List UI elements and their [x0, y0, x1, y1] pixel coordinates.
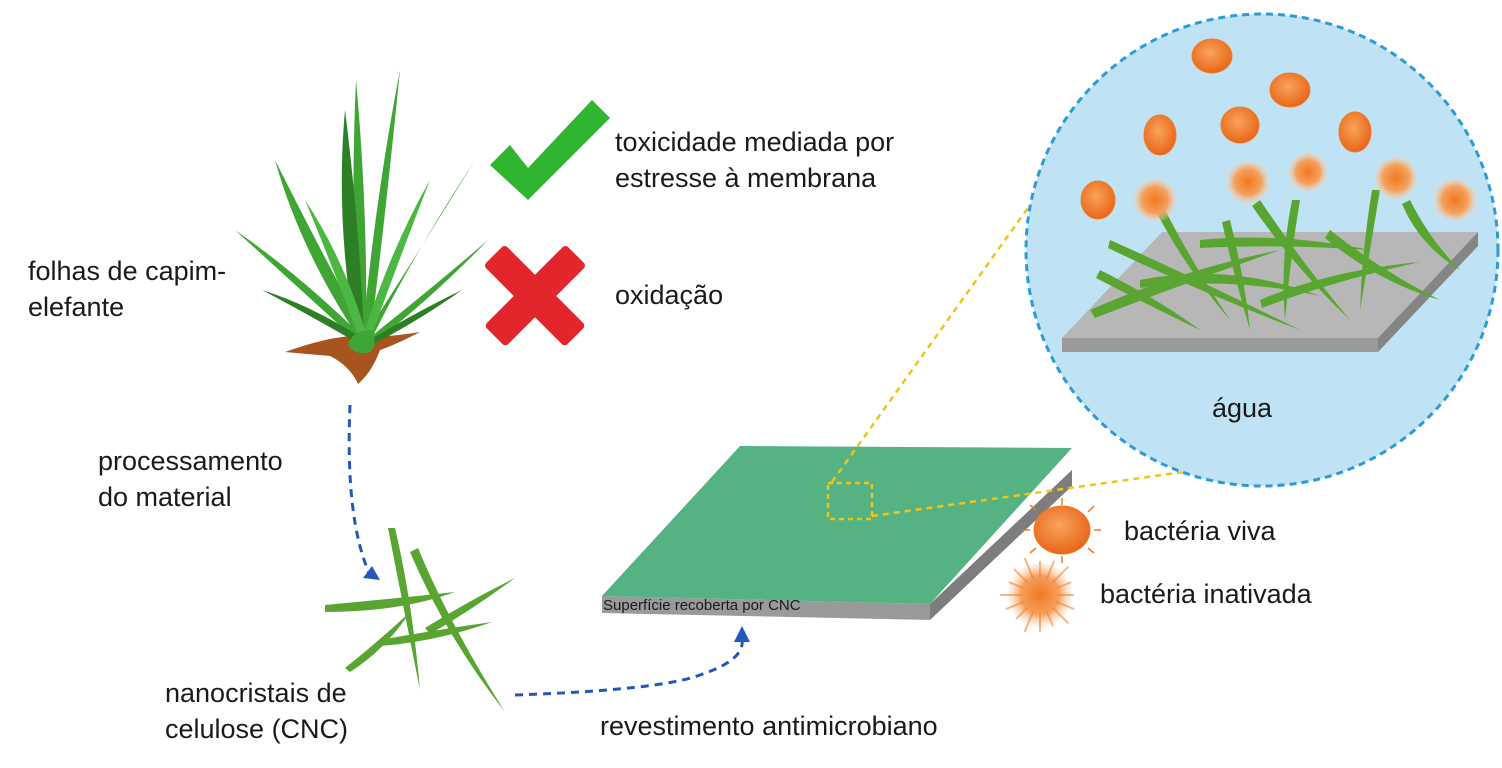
live-bacterium-label: bactéria viva: [1124, 516, 1276, 546]
cellulose-nanocrystal-icon: [325, 528, 515, 712]
live-bacterium-icon: [1023, 498, 1101, 563]
surface-label: Superfície recoberta por CNC: [603, 597, 801, 614]
membrane-stress-line2: estresse à membrana: [615, 163, 877, 193]
plant-label: folhas de capim- elefante: [28, 253, 226, 325]
bacterium-ray: [1052, 566, 1069, 583]
bacterium-ray: [1045, 611, 1054, 627]
check-icon: [490, 100, 610, 200]
plant-label-line1: folhas de capim-: [28, 256, 227, 286]
bacterium-ray: [1045, 560, 1056, 579]
membrane-stress-label: toxicidade mediada por estresse à membra…: [615, 124, 894, 196]
coating-label: revestimento antimicrobiano: [600, 711, 938, 741]
cnc-label: nanocristais de celulose (CNC): [165, 675, 348, 747]
processing-arrow: [347, 404, 380, 580]
processing-line1: processamento: [98, 446, 283, 476]
magnified-view: [1024, 12, 1500, 488]
cnc-label-line1: nanocristais de: [165, 678, 347, 708]
bacterium-ray: [1023, 557, 1035, 579]
elephant-grass-icon: [235, 70, 488, 384]
zoom-region: [826, 481, 874, 521]
processing-label: processamento do material: [98, 443, 283, 515]
coated-surface: [602, 446, 1072, 620]
bacterium-ray: [1056, 600, 1075, 611]
bacterium-ray: [1008, 581, 1024, 590]
oxidation-label: oxidação: [615, 280, 724, 310]
inactivated-bacterium-rays: [1000, 557, 1075, 633]
water-label: água: [1212, 393, 1273, 423]
soil-mound: [285, 332, 420, 384]
bacterium-ray: [1023, 611, 1035, 633]
bacterium-ray: [1052, 607, 1069, 624]
membrane-stress-line1: toxicidade mediada por: [615, 127, 895, 157]
plant-label-line2: elefante: [28, 292, 125, 322]
processing-line2: do material: [98, 482, 232, 512]
bacterium-ray: [1005, 600, 1024, 611]
bacterium-ray: [1015, 607, 1028, 620]
inactivated-bacterium-label: bactéria inativada: [1100, 579, 1312, 609]
bacterium-ray: [1013, 568, 1028, 583]
cross-icon: [485, 246, 585, 346]
bacterium-ray: [1056, 581, 1072, 590]
coating-arrow: [514, 626, 750, 697]
cnc-label-line2: celulose (CNC): [165, 714, 349, 744]
